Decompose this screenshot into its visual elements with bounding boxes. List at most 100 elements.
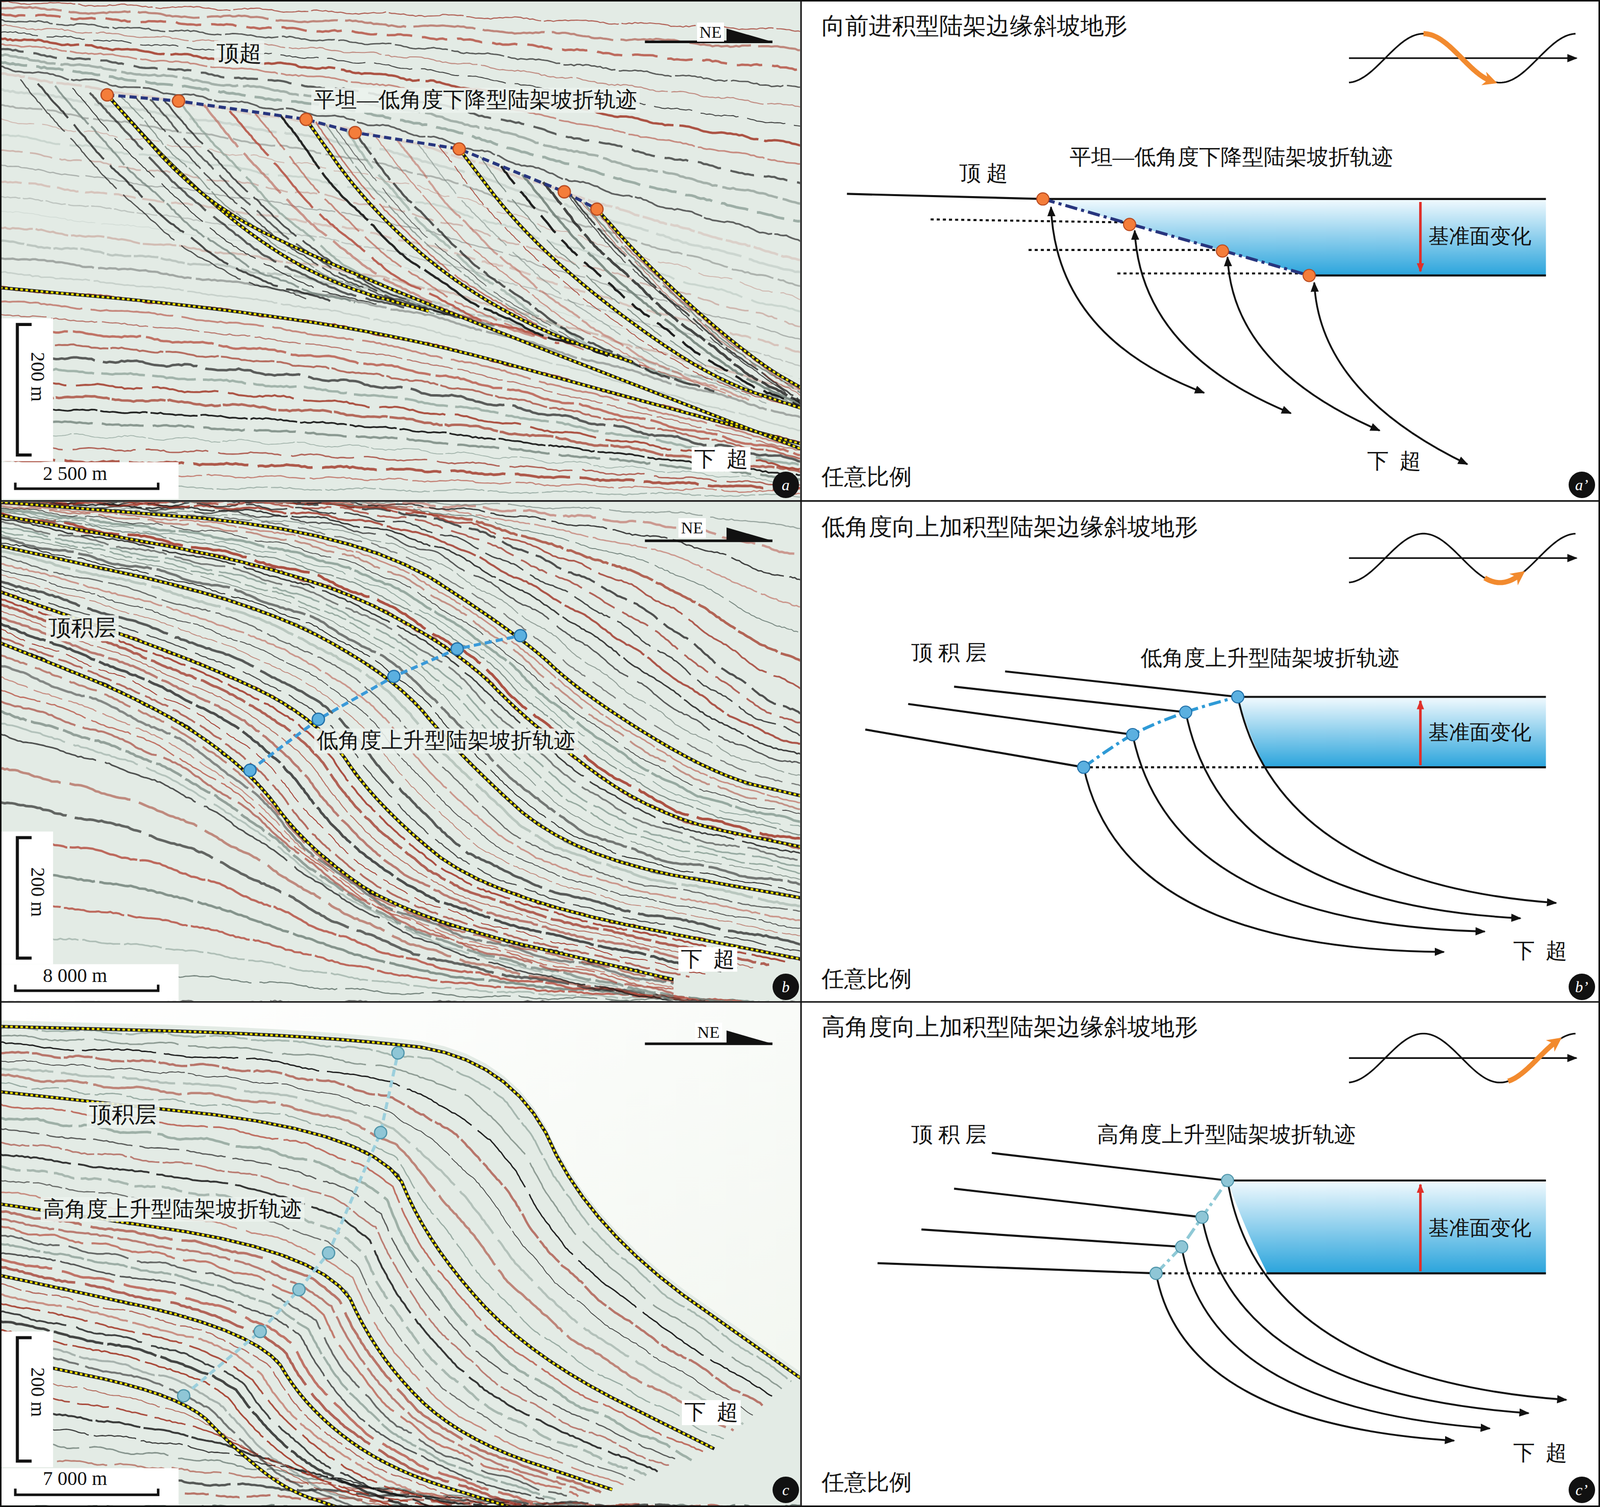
schematic [1349, 33, 1576, 83]
seismic-section [292, 1283, 305, 1296]
seismic-section [0, 1275, 511, 1506]
schematic [1419, 1184, 1422, 1272]
seismic-section [459, 149, 800, 409]
schematic [1132, 734, 1485, 932]
seismic-section [459, 149, 800, 409]
seismic-section [107, 95, 429, 312]
seismic-section [0, 1275, 511, 1506]
seismic-section [0, 509, 800, 823]
seismic-section [0, 586, 800, 952]
schematic [908, 703, 1133, 735]
seismic-section [177, 1389, 190, 1402]
seismic-section [253, 1325, 267, 1338]
trajectory-label: 高角度上升型陆架坡折轨迹 [1097, 1122, 1356, 1148]
schematic [930, 219, 1128, 223]
seismic-section [0, 501, 800, 607]
seismic-section [0, 1211, 601, 1493]
base-level-label: 基准面变化 [1428, 1216, 1532, 1240]
schematic [865, 729, 1084, 768]
seismic-section [164, 100, 494, 326]
schematic [953, 686, 1186, 713]
trajectory-label: 平坦—低角度下降型陆架坡折轨迹 [1069, 145, 1394, 171]
layer-label: 下 超 [1513, 1440, 1568, 1466]
seismic-section [0, 515, 800, 847]
schematic [1267, 1272, 1546, 1275]
seismic-section [0, 503, 800, 803]
schematic [1227, 256, 1380, 431]
seismic-section [183, 1052, 399, 1396]
panel-letter-text: a’ [1575, 476, 1589, 493]
schematic [1309, 274, 1547, 277]
panel-letter-text: b’ [1575, 978, 1589, 995]
seismic-section [0, 1002, 800, 1506]
seismic-section [305, 119, 633, 363]
scale-note: 任意比例 [821, 464, 912, 491]
schematic [1484, 574, 1521, 583]
panel-frame [0, 1000, 1600, 1003]
layer-label: 下 超 [1513, 938, 1568, 964]
panel-letter-text: c [782, 1481, 790, 1498]
scale-label: 7 000 m [42, 1467, 107, 1490]
schematic [1216, 244, 1229, 257]
seismic-section [0, 591, 800, 959]
seismic-section [0, 555, 800, 912]
seismic-section [522, 174, 800, 404]
schematic [1042, 198, 1546, 200]
seismic-section [354, 132, 715, 392]
seismic-section [0, 934, 770, 1001]
schematic [1126, 728, 1139, 741]
schematic [1419, 201, 1422, 272]
schematic [1227, 1179, 1546, 1182]
schematic [1155, 1180, 1228, 1274]
compass-label: NE [695, 1022, 723, 1042]
compass-label: NE [678, 518, 706, 538]
compass-label: NE [697, 22, 725, 42]
schematic [1155, 1272, 1268, 1275]
seismic-section [345, 129, 698, 389]
seismic-section [0, 1091, 715, 1449]
layer-label: 下 超 [1367, 449, 1422, 475]
scale-note: 任意比例 [821, 966, 912, 993]
layer-label: 顶超 [214, 40, 265, 67]
scale-label: 200 m [26, 867, 50, 917]
base-level-label: 基准面变化 [1428, 224, 1532, 249]
north-arrow [645, 28, 773, 1044]
base-level-label: 基准面变化 [1428, 720, 1532, 745]
schematic [1265, 766, 1546, 769]
panel-letter-text: c’ [1575, 1481, 1588, 1498]
seismic-section [590, 202, 603, 216]
panel-letter-text: b [781, 978, 790, 995]
seismic-section [0, 1091, 715, 1449]
seismic-section [0, 0, 800, 500]
seismic-section [107, 95, 429, 312]
schematic [1150, 1267, 1163, 1280]
schematic [1237, 696, 1547, 768]
seismic-section [0, 1165, 647, 1475]
schematic [1231, 690, 1245, 703]
seismic-section [72, 88, 380, 306]
seismic-section [0, 627, 706, 974]
seismic-section [172, 95, 185, 108]
seismic-section [0, 501, 800, 580]
schematic [1237, 695, 1547, 698]
seismic-section [0, 49, 800, 184]
seismic-section [100, 88, 114, 101]
panel-letter-text: a [781, 476, 790, 493]
schematic [1083, 766, 1266, 769]
schematic [1077, 761, 1090, 774]
seismic-section [387, 670, 400, 683]
seismic-section [0, 1252, 545, 1500]
seismic-section [0, 1002, 800, 1373]
panel-letter: b [772, 973, 800, 1000]
seismic-section [0, 287, 800, 444]
panel-frame [800, 0, 802, 1507]
seismic-section [107, 95, 800, 450]
seismic-section [0, 1204, 613, 1489]
seismic-section [0, 501, 800, 796]
panel-letter: a’ [1568, 471, 1596, 499]
seismic-section [0, 501, 800, 1001]
schematic [1227, 1180, 1567, 1400]
